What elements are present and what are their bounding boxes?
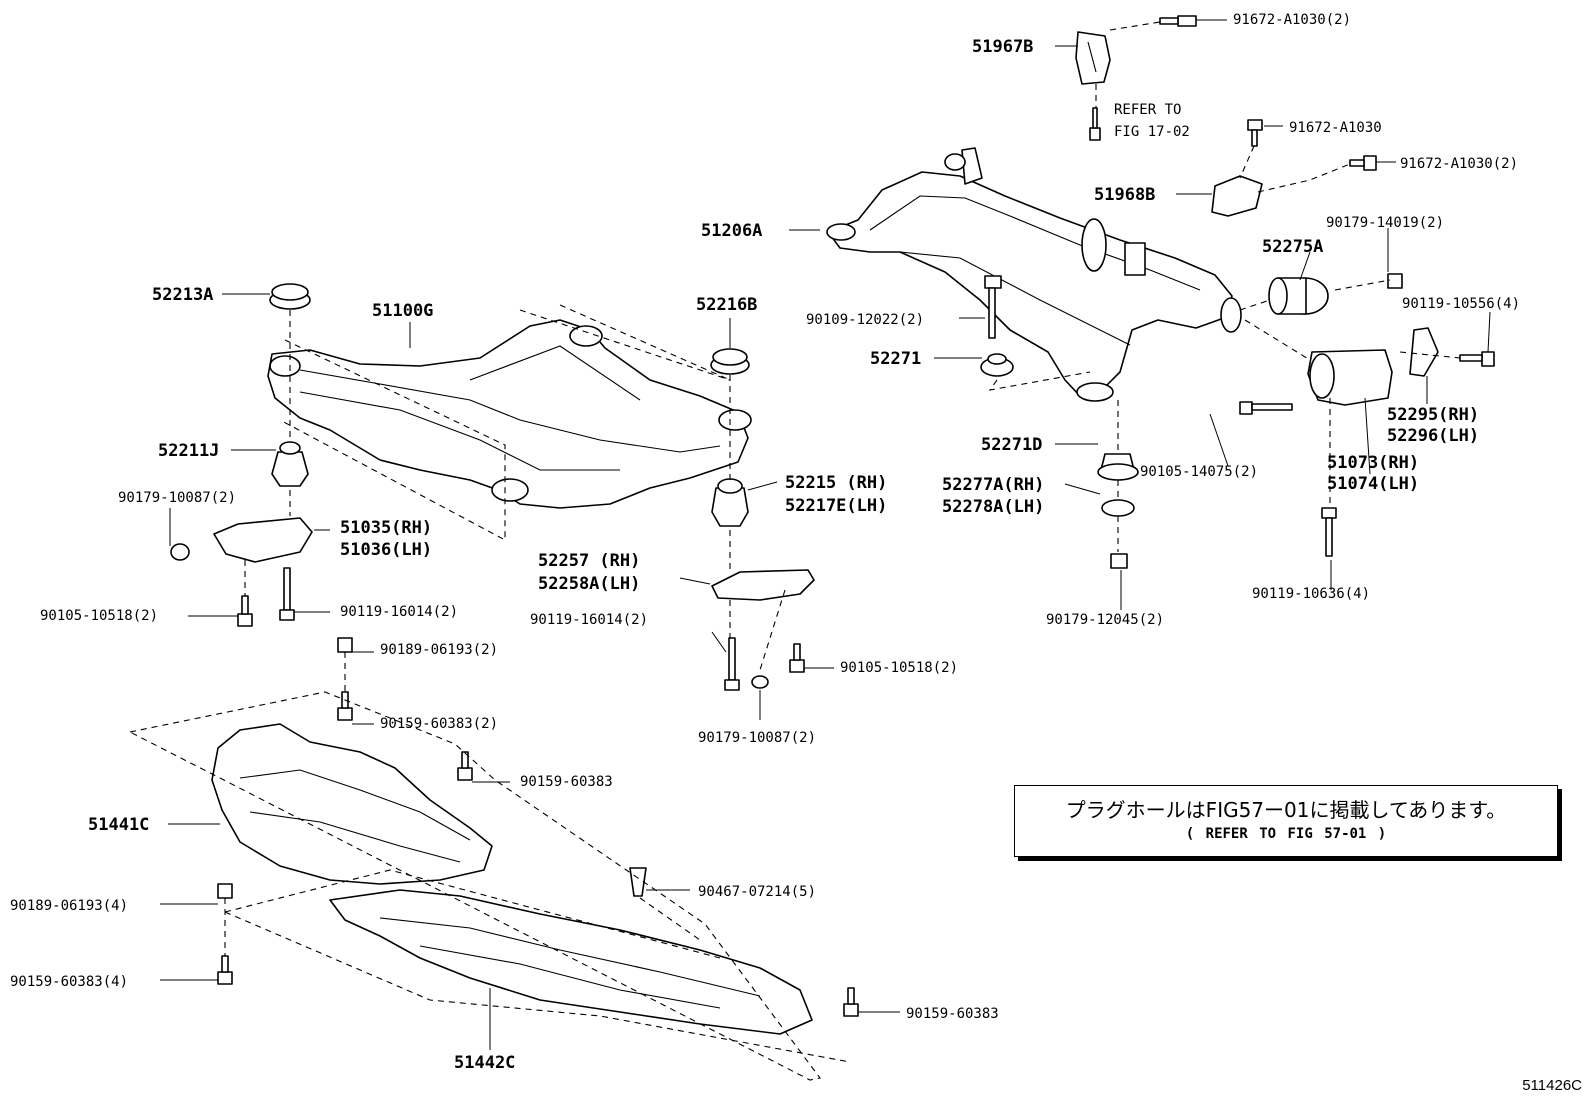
label-90159-60383-a: 90159-60383(2) bbox=[380, 716, 498, 732]
label-90189-06193-b: 90189-06193(4) bbox=[10, 898, 128, 914]
label-52213A: 52213A bbox=[152, 285, 213, 305]
bolt-icon bbox=[1459, 351, 1495, 367]
label-90159-60383-c: 90159-60383(4) bbox=[10, 974, 128, 990]
label-51967B: 51967B bbox=[972, 37, 1033, 57]
bracket-51073 bbox=[1307, 349, 1393, 406]
label-90119-16014-b: 90119-16014(2) bbox=[530, 612, 648, 628]
note-reference-text: ( REFER TO FIG 57-01 ) bbox=[1185, 826, 1387, 842]
bushing-52275A bbox=[1268, 277, 1329, 315]
label-fig-17-02: FIG 17-02 bbox=[1114, 124, 1190, 140]
bolt-icon bbox=[337, 691, 353, 721]
label-52295: 52295(RH) bbox=[1387, 405, 1479, 425]
stopper-51035 bbox=[170, 517, 313, 563]
label-51441C: 51441C bbox=[88, 815, 149, 835]
label-90105-10518-a: 90105-10518(2) bbox=[40, 608, 158, 624]
label-90179-10087-b: 90179-10087(2) bbox=[698, 730, 816, 746]
label-52278A: 52278A(LH) bbox=[942, 497, 1044, 517]
bolt-icon bbox=[1089, 107, 1101, 141]
figure-code: 511426C bbox=[1522, 1077, 1582, 1094]
bolt-icon bbox=[1247, 119, 1263, 147]
label-90119-16014-a: 90119-16014(2) bbox=[340, 604, 458, 620]
label-52216B: 52216B bbox=[696, 295, 757, 315]
bolt-icon bbox=[457, 751, 473, 781]
label-51035: 51035(RH) bbox=[340, 518, 432, 538]
label-91672-A1030-a: 91672-A1030(2) bbox=[1233, 12, 1351, 28]
label-51074: 51074(LH) bbox=[1327, 474, 1419, 494]
alignment-lines bbox=[129, 21, 1461, 1081]
nut-icon bbox=[1110, 553, 1128, 569]
bolt-icon bbox=[724, 637, 740, 691]
label-90119-10556: 90119-10556(4) bbox=[1402, 296, 1520, 312]
cushion-52277A bbox=[1101, 499, 1135, 517]
cushion-52271D bbox=[1097, 453, 1139, 481]
cushion-52215 bbox=[711, 478, 749, 527]
label-90189-06193-a: 90189-06193(2) bbox=[380, 642, 498, 658]
bracket-51968B bbox=[1211, 175, 1263, 217]
label-52258A: 52258A(LH) bbox=[538, 574, 640, 594]
label-90105-14075: 90105-14075(2) bbox=[1140, 464, 1258, 480]
label-90467-07214: 90467-07214(5) bbox=[698, 884, 816, 900]
label-51442C: 51442C bbox=[454, 1053, 515, 1073]
leader-lines bbox=[160, 19, 1491, 1050]
cushion-52211J bbox=[271, 441, 309, 487]
label-52275A: 52275A bbox=[1262, 237, 1323, 257]
clip-icon bbox=[217, 883, 233, 899]
label-52257: 52257 (RH) bbox=[538, 551, 640, 571]
reference-note-box: プラグホールはFIG57ー01に掲載してあります。 ( REFER TO FIG… bbox=[1014, 785, 1558, 857]
cushion-52213A bbox=[269, 283, 311, 310]
label-51206A: 51206A bbox=[701, 221, 762, 241]
bolt-icon bbox=[1349, 155, 1377, 171]
bolt-icon bbox=[843, 987, 859, 1017]
label-90179-14019: 90179-14019(2) bbox=[1326, 215, 1444, 231]
label-90159-60383-d: 90159-60383 bbox=[906, 1006, 999, 1022]
bolt-icon bbox=[984, 275, 1002, 339]
plate-52257 bbox=[711, 569, 815, 601]
label-52215: 52215 (RH) bbox=[785, 473, 887, 493]
front-crossmember-51100G bbox=[267, 319, 752, 509]
bolt-icon bbox=[789, 643, 805, 673]
bracket-51967B bbox=[1075, 31, 1111, 85]
clip-icon bbox=[337, 637, 353, 653]
engine-under-cover-51441C bbox=[211, 723, 493, 885]
label-90109-12022: 90109-12022(2) bbox=[806, 312, 924, 328]
label-refer-to: REFER TO bbox=[1114, 102, 1181, 118]
note-japanese-text: プラグホールはFIG57ー01に掲載してあります。 bbox=[1065, 798, 1507, 822]
bolt-icon bbox=[217, 955, 233, 985]
plate-52295 bbox=[1409, 327, 1439, 377]
label-91672-A1030-c: 91672-A1030(2) bbox=[1400, 156, 1518, 172]
fasteners bbox=[217, 15, 1495, 1017]
label-52211J: 52211J bbox=[158, 441, 219, 461]
bolt-icon bbox=[237, 595, 253, 627]
label-90179-10087-a: 90179-10087(2) bbox=[118, 490, 236, 506]
rear-crossmember-51206A bbox=[826, 147, 1242, 402]
label-52277A: 52277A(RH) bbox=[942, 475, 1044, 495]
nut-icon bbox=[1387, 273, 1403, 289]
label-52296: 52296(LH) bbox=[1387, 426, 1479, 446]
label-51100G: 51100G bbox=[372, 301, 433, 321]
bolt-icon bbox=[279, 567, 295, 621]
label-52217E: 52217E(LH) bbox=[785, 496, 887, 516]
clip-icon bbox=[751, 675, 769, 689]
cushion-52271 bbox=[980, 353, 1014, 377]
label-51968B: 51968B bbox=[1094, 185, 1155, 205]
label-51036: 51036(LH) bbox=[340, 540, 432, 560]
label-90159-60383-b: 90159-60383 bbox=[520, 774, 613, 790]
label-90119-10636: 90119-10636(4) bbox=[1252, 586, 1370, 602]
label-90179-12045: 90179-12045(2) bbox=[1046, 612, 1164, 628]
cushion-52216B bbox=[710, 348, 750, 375]
label-91672-A1030-b: 91672-A1030 bbox=[1289, 120, 1382, 136]
label-52271D: 52271D bbox=[981, 435, 1042, 455]
bolt-icon bbox=[1159, 15, 1197, 27]
engine-under-cover-51442C bbox=[329, 889, 813, 1035]
label-52271: 52271 bbox=[870, 349, 921, 369]
label-90105-10518-b: 90105-10518(2) bbox=[840, 660, 958, 676]
label-51073: 51073(RH) bbox=[1327, 453, 1419, 473]
bolt-icon bbox=[1321, 507, 1337, 557]
bolt-icon bbox=[1239, 401, 1293, 415]
